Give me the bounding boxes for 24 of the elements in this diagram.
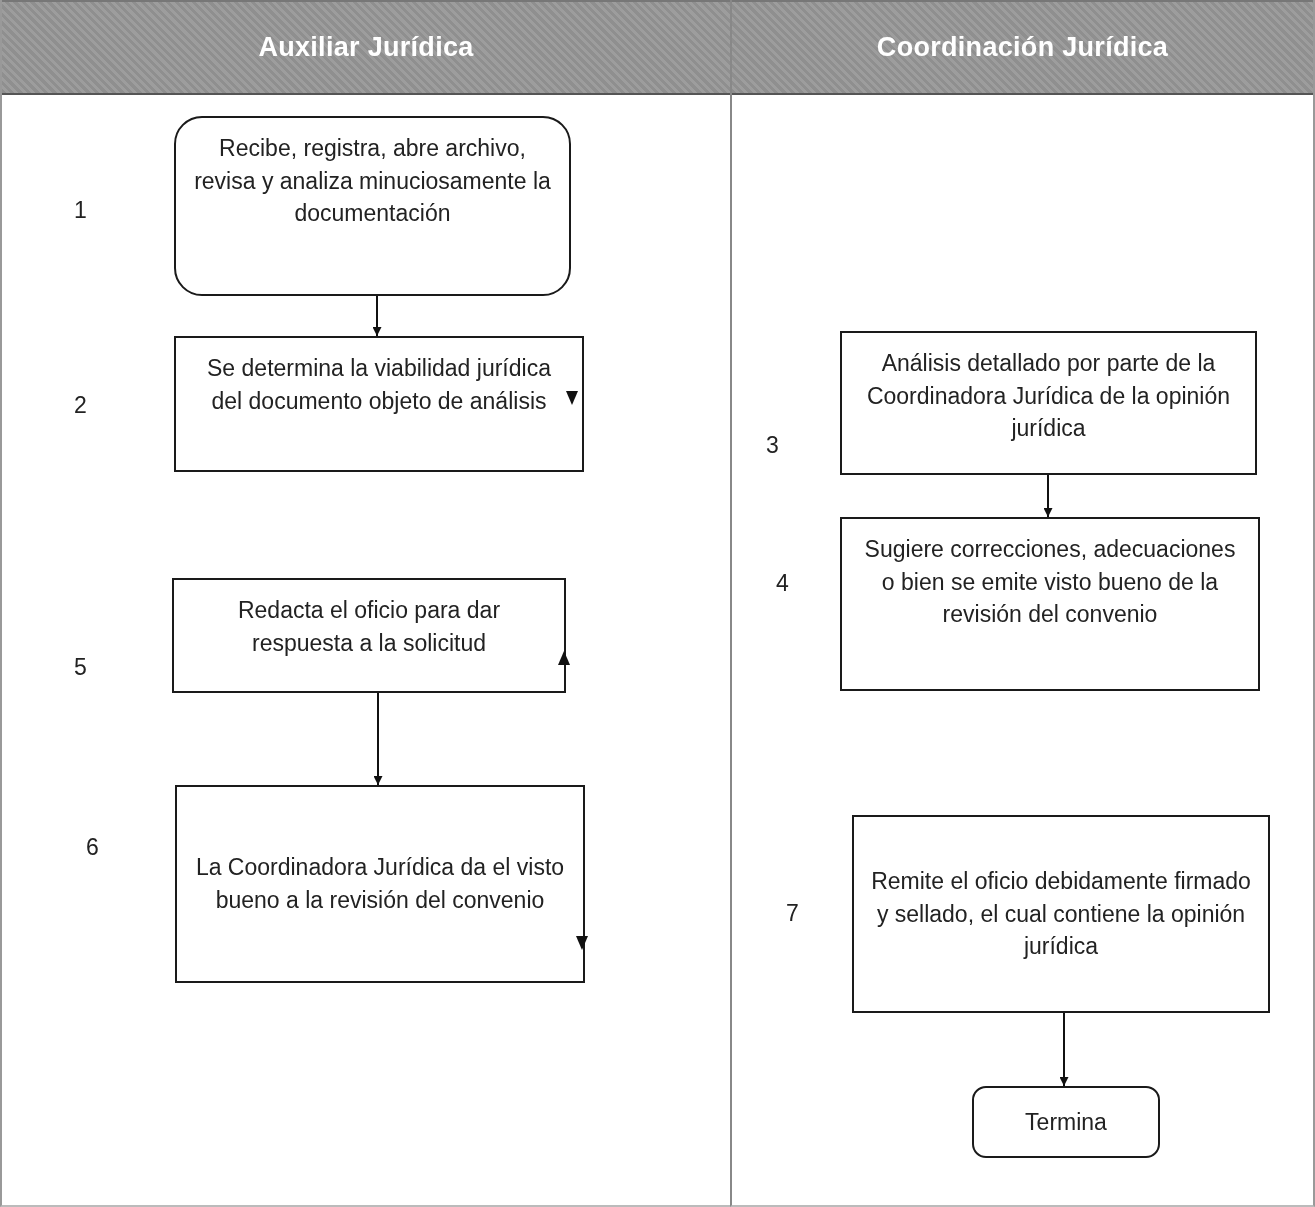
arrow: [372, 295, 382, 337]
terminator-box: [972, 1086, 1160, 1158]
box-text: Termina: [1025, 1107, 1107, 1137]
box-text: Sugiere correcciones, adecuaciones o bien se emite visto bueno de la revisión del convenio: [863, 535, 1237, 630]
step-number: 6: [86, 834, 99, 861]
box-text: La Coordinadora Jurídica da el visto bueno a la revisión del convenio: [194, 853, 566, 915]
arrow: [1059, 1012, 1069, 1087]
step-number: 3: [766, 432, 779, 459]
step-number: 4: [776, 570, 789, 597]
box-text: Remite el oficio debidamente firmado y sellado, el cual contiene la opinión jurídica: [870, 867, 1252, 962]
step-number: 1: [74, 197, 87, 224]
step-number: 2: [74, 392, 87, 419]
box-text: Se determina la viabilidad jurídica del documento objeto de análisis: [206, 354, 552, 416]
arrow: [373, 692, 383, 786]
swimlane: [0, 0, 730, 1207]
box-text: Análisis detallado por parte de la Coordinadora Jurídica de la opinión jurídica: [865, 349, 1232, 444]
swimlane: [730, 0, 1315, 1207]
lane-header: Auxiliar Jurídica: [2, 0, 730, 95]
step-number: 7: [786, 900, 799, 927]
arrow: [1043, 474, 1053, 518]
box-text: Redacta el oficio para dar respuesta a la solicitud: [236, 596, 502, 658]
lane-header: Coordinación Jurídica: [732, 0, 1313, 95]
step-number: 5: [74, 654, 87, 681]
box-text: Recibe, registra, abre archivo, revisa y analiza minuciosamente la documentación: [193, 134, 552, 229]
